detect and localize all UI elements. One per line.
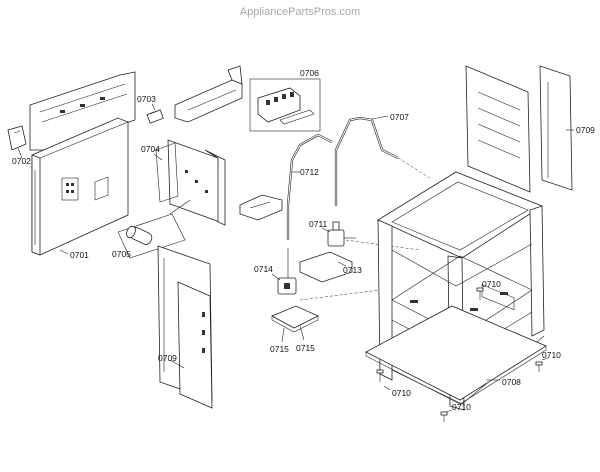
part-0707-gas-tube[interactable]	[334, 115, 399, 206]
part-0708-bottom-plate[interactable]	[365, 305, 547, 405]
label-0709-left: 0709	[158, 353, 177, 363]
part-0706-terminal-block[interactable]	[249, 78, 321, 132]
label-0707: 0707	[390, 112, 409, 122]
part-upper-bracket[interactable]	[174, 65, 243, 123]
part-0710-screw-b[interactable]	[535, 357, 549, 372]
label-0702: 0702	[12, 156, 31, 166]
part-0714-regulator[interactable]	[271, 248, 297, 295]
part-0713-bracket[interactable]	[299, 251, 353, 283]
label-0710-c: 0710	[392, 388, 411, 398]
part-0712-gas-tube[interactable]	[286, 133, 333, 240]
label-0713: 0713	[343, 265, 362, 275]
label-0710-b: 0710	[542, 350, 561, 360]
watermark-text: AppliancePartsPros.com	[240, 6, 360, 18]
part-0704-mounting-panel[interactable]	[153, 139, 226, 226]
part-0705-capacitor[interactable]	[117, 199, 191, 259]
label-0711: 0711	[309, 219, 328, 229]
label-0715-b: 0715	[296, 343, 315, 353]
label-0704: 0704	[141, 144, 160, 154]
label-0710-d: 0710	[452, 402, 471, 412]
part-0709-left-side-panel[interactable]	[157, 245, 213, 409]
part-0710-screw-a[interactable]	[476, 287, 484, 300]
part-rear-top-panel[interactable]	[29, 71, 136, 151]
part-0710-screw-d[interactable]	[440, 409, 453, 422]
part-valve-bracket[interactable]	[239, 194, 283, 221]
part-0715-mounting-plate[interactable]	[271, 305, 319, 343]
part-rear-right-panel[interactable]	[465, 65, 531, 311]
label-0709-right: 0709	[576, 125, 595, 135]
label-0701: 0701	[70, 250, 89, 260]
part-0702-bracket[interactable]	[7, 125, 27, 159]
label-0706: 0706	[300, 68, 319, 78]
part-0703-clip[interactable]	[146, 103, 164, 124]
label-0708: 0708	[502, 377, 521, 387]
label-0703: 0703	[137, 94, 156, 104]
label-0705: 0705	[112, 249, 131, 259]
label-0714: 0714	[254, 264, 273, 274]
label-0715-a: 0715	[270, 344, 289, 354]
part-0709-right-trim[interactable]	[539, 65, 574, 191]
part-0701-side-panel[interactable]	[31, 117, 129, 256]
part-0711-valve[interactable]	[321, 221, 356, 247]
label-0710-a: 0710	[482, 279, 501, 289]
label-0712: 0712	[300, 167, 319, 177]
part-0710-screw-c[interactable]	[376, 369, 391, 391]
